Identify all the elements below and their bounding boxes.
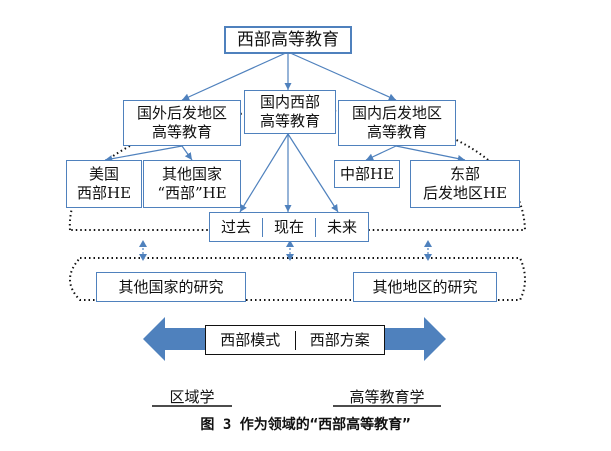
other-countries-line2: “西部”HE xyxy=(157,184,227,202)
block-arrow-right xyxy=(384,317,446,361)
east-late-node: 东部 后发地区HE xyxy=(410,160,520,208)
west-plan: 西部方案 xyxy=(309,330,370,349)
foreign-late-line2: 高等教育 xyxy=(151,123,212,141)
connector-domestic-late-east xyxy=(395,145,466,163)
foreign-late-node: 国外后发地区 高等教育 xyxy=(123,100,241,146)
time-future: 未来 xyxy=(326,217,357,236)
other-countries-node: 其他国家 “西部”HE xyxy=(143,160,241,208)
research-other-countries-label: 其他国家的研究 xyxy=(118,277,224,296)
connector-root-foreign xyxy=(181,51,289,101)
research-dotted-capsule xyxy=(69,257,526,301)
us-west-line2: 西部HE xyxy=(76,184,132,202)
figure-caption: 图 3 作为领域的“西部高等教育” xyxy=(200,417,411,433)
research-other-regions-label: 其他地区的研究 xyxy=(372,277,478,296)
root-node: 西部高等教育 xyxy=(224,26,352,54)
time-present: 现在 xyxy=(263,217,316,237)
block-arrow-left xyxy=(143,317,205,361)
central-label: 中部HE xyxy=(339,164,395,183)
east-late-line2: 后发地区HE xyxy=(422,184,508,202)
domestic-west-node: 国内西部 高等教育 xyxy=(244,90,336,134)
connector-root-domestic-late xyxy=(287,51,397,101)
time-past: 过去 xyxy=(210,217,263,237)
connector-west-past xyxy=(239,133,289,213)
us-west-line1: 美国 xyxy=(88,165,119,183)
research-other-countries: 其他国家的研究 xyxy=(96,272,246,302)
connector-foreign-other xyxy=(181,145,193,161)
central-node: 中部HE xyxy=(334,160,400,188)
us-west-node: 美国 西部HE xyxy=(66,160,142,208)
model-plan-row: 西部模式 西部方案 xyxy=(205,325,385,355)
double-arrow-middle xyxy=(286,240,294,261)
double-arrow-right xyxy=(424,240,432,261)
discipline-higher-edu: 高等教育学 xyxy=(349,388,425,406)
domestic-late-node: 国内后发地区 高等教育 xyxy=(338,100,456,146)
east-late-line1: 东部 xyxy=(449,165,480,183)
foreign-late-line1: 国外后发地区 xyxy=(136,104,227,122)
domestic-late-line2: 高等教育 xyxy=(366,123,427,141)
discipline-regional: 区域学 xyxy=(169,388,215,406)
research-other-regions: 其他地区的研究 xyxy=(353,272,497,302)
west-model: 西部模式 xyxy=(206,330,296,350)
other-countries-line1: 其他国家 xyxy=(161,165,222,183)
domestic-west-line2: 高等教育 xyxy=(259,112,320,130)
connector-domestic-late-central xyxy=(365,145,397,161)
connector-west-future xyxy=(287,133,339,213)
connector-foreign-us xyxy=(104,145,183,163)
domestic-late-line1: 国内后发地区 xyxy=(351,104,442,122)
double-arrow-left xyxy=(139,240,147,261)
domestic-west-line1: 国内西部 xyxy=(259,93,320,111)
time-row: 过去 现在 未来 xyxy=(209,212,369,242)
root-node-label: 西部高等教育 xyxy=(237,29,339,50)
